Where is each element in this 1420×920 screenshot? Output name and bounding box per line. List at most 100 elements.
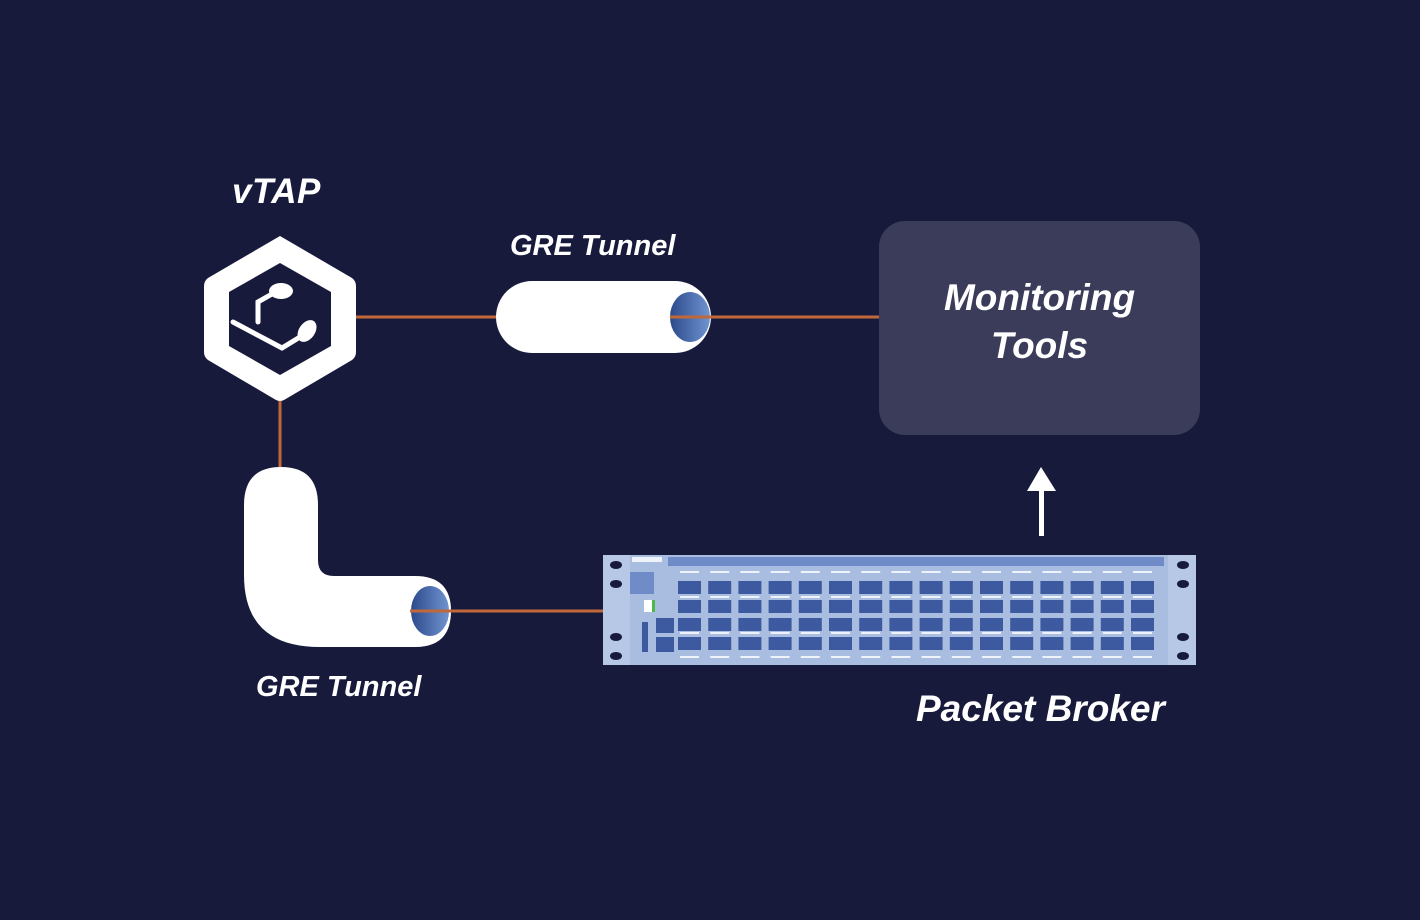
switch-port	[829, 600, 852, 613]
port-led-strip	[1133, 596, 1152, 598]
gre-tunnel-top-icon	[496, 281, 880, 353]
switch-port	[678, 600, 701, 613]
port-led-strip	[891, 596, 911, 598]
port-led-strip	[921, 656, 941, 658]
switch-port	[1070, 600, 1094, 613]
switch-port	[768, 600, 792, 613]
switch-port	[889, 637, 913, 650]
port-led-strip	[1072, 632, 1092, 634]
switch-port	[859, 600, 883, 613]
switch-port	[1040, 581, 1064, 594]
switch-port	[889, 581, 913, 594]
gre-tunnel-bottom-icon	[244, 467, 452, 647]
switch-port	[889, 600, 913, 613]
gre-tunnel-bottom-label: GRE Tunnel	[256, 671, 422, 703]
switch-port	[949, 618, 973, 631]
switch-port	[1100, 637, 1124, 650]
switch-port	[919, 600, 943, 613]
port-led-strip	[710, 571, 730, 573]
port-led-strip	[800, 596, 820, 598]
switch-port	[738, 600, 762, 613]
port-led-strip	[891, 656, 911, 658]
monitoring-tools-label-line2: Tools	[990, 325, 1089, 366]
port-led-strip	[710, 596, 730, 598]
switch-port	[678, 618, 701, 631]
switch-port	[1131, 618, 1154, 631]
port-led-strip	[710, 632, 730, 634]
switch-port	[738, 637, 762, 650]
switch-port	[1010, 600, 1034, 613]
switch-port	[949, 581, 973, 594]
port-led-strip	[982, 656, 1001, 658]
port-led-strip	[740, 656, 760, 658]
gre-tunnel-top-label: GRE Tunnel	[510, 230, 676, 262]
switch-port	[1131, 600, 1154, 613]
port-led-strip	[710, 656, 730, 658]
port-led-strip	[680, 596, 699, 598]
port-led-strip	[982, 596, 1001, 598]
switch-port	[798, 581, 822, 594]
switch-port	[1010, 581, 1034, 594]
port-led-strip	[1012, 596, 1032, 598]
port-led-strip	[1012, 632, 1032, 634]
switch-port	[980, 581, 1003, 594]
switch-port	[980, 637, 1003, 650]
packet-broker-label: Packet Broker	[916, 688, 1165, 729]
port-led-strip	[680, 656, 699, 658]
port-led-strip	[951, 596, 971, 598]
switch-port	[1040, 618, 1064, 631]
port-led-strip	[1133, 571, 1152, 573]
switch-port	[949, 600, 973, 613]
switch-port	[768, 581, 792, 594]
port-led-strip	[1012, 656, 1032, 658]
port-led-strip	[1072, 656, 1092, 658]
port-led-strip	[1042, 632, 1062, 634]
port-led-strip	[1012, 571, 1032, 573]
switch-port	[708, 581, 732, 594]
port-led-strip	[740, 632, 760, 634]
port-led-strip	[680, 632, 699, 634]
switch-port	[1131, 581, 1154, 594]
port-led-strip	[861, 656, 881, 658]
port-led-strip	[861, 632, 881, 634]
switch-port	[919, 618, 943, 631]
monitoring-tools-node: Monitoring Tools	[879, 221, 1200, 435]
switch-port	[1070, 618, 1094, 631]
switch-port	[678, 637, 701, 650]
port-led-strip	[1102, 571, 1122, 573]
port-led-strip	[861, 596, 881, 598]
switch-port	[1010, 637, 1034, 650]
switch-port	[1100, 618, 1124, 631]
port-led-strip	[831, 632, 850, 634]
port-led-strip	[1042, 656, 1062, 658]
port-led-strip	[831, 596, 850, 598]
switch-port	[738, 581, 762, 594]
port-led-strip	[770, 571, 790, 573]
port-led-strip	[831, 656, 850, 658]
port-led-strip	[982, 571, 1001, 573]
switch-port	[768, 618, 792, 631]
switch-port	[798, 637, 822, 650]
switch-port	[708, 637, 732, 650]
switch-port	[919, 581, 943, 594]
port-led-strip	[921, 571, 941, 573]
arrow-up-icon	[1027, 467, 1056, 536]
port-led-strip	[891, 571, 911, 573]
port-led-strip	[740, 596, 760, 598]
port-led-strip	[800, 571, 820, 573]
monitoring-tools-label-line1: Monitoring	[943, 277, 1136, 318]
switch-port	[1040, 637, 1064, 650]
switch-port	[1100, 600, 1124, 613]
switch-port	[1040, 600, 1064, 613]
switch-port	[859, 581, 883, 594]
switch-port	[768, 637, 792, 650]
port-led-strip	[1102, 656, 1122, 658]
switch-port	[980, 618, 1003, 631]
port-led-strip	[921, 596, 941, 598]
port-led-strip	[770, 632, 790, 634]
port-led-strip	[831, 571, 850, 573]
port-led-strip	[770, 656, 790, 658]
switch-port	[980, 600, 1003, 613]
port-led-strip	[1102, 632, 1122, 634]
switch-port	[678, 581, 701, 594]
